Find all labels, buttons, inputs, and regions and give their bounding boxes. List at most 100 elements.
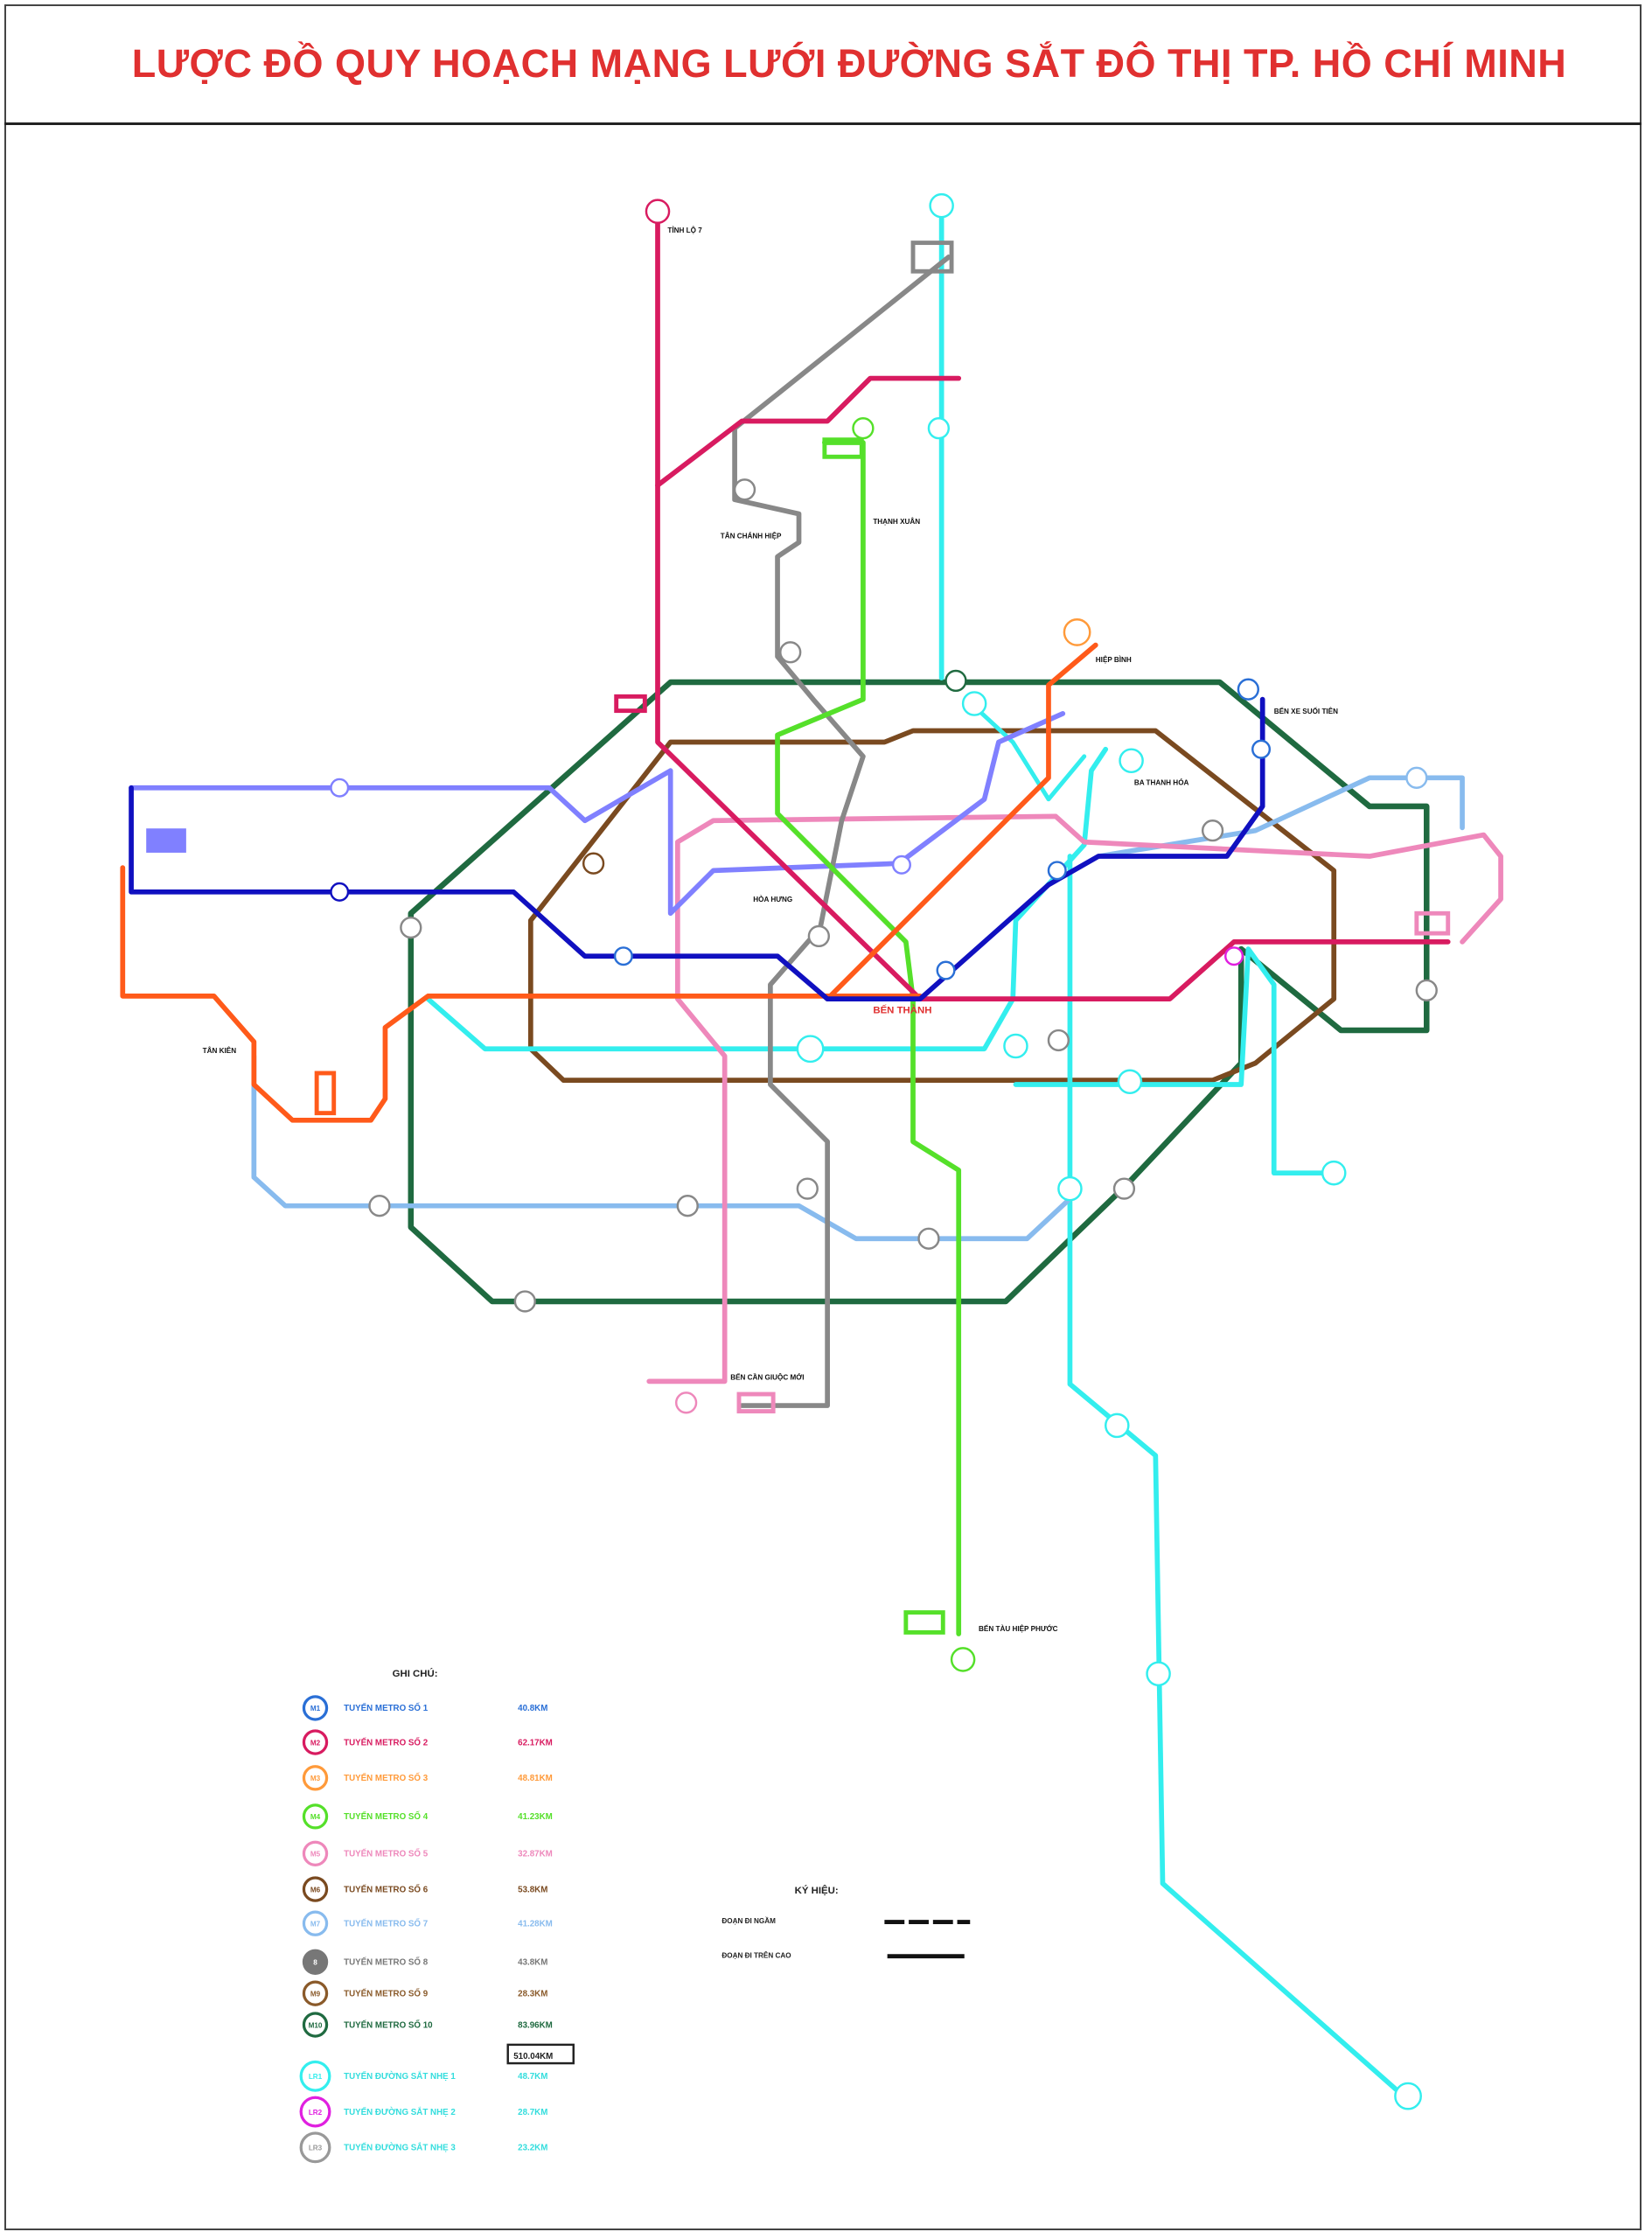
legend-label: TUYẾN METRO SỐ 8	[344, 1957, 429, 1968]
lrt-1-branch	[972, 704, 1087, 802]
line-3-north	[825, 642, 1098, 1002]
legend-length: 32.87KM	[518, 1850, 553, 1859]
line-periwinkle	[129, 711, 1066, 917]
badge-lr1-h	[1321, 1160, 1347, 1186]
legend-length: 43.8KM	[518, 1958, 547, 1968]
lrt-1-center	[425, 746, 1109, 1052]
badge-lr1-g	[1057, 1175, 1083, 1202]
map-frame	[4, 4, 1642, 2230]
badge-m10	[944, 669, 967, 693]
legend-badge-text: M2	[310, 1739, 321, 1747]
legend-badge-text: M6	[310, 1886, 321, 1894]
line-5	[646, 813, 1503, 1385]
station-ba-thanh-hoa: BA THANH HÓA	[1134, 777, 1189, 786]
lrt-1-east	[1013, 946, 1337, 1176]
legend-total: 510.04KM	[513, 2052, 553, 2061]
legend-badge-text: 8	[313, 1959, 317, 1967]
badge-lr1-e	[1003, 1033, 1028, 1059]
station-hiep-binh: HIỆP BÌNH	[1096, 654, 1132, 664]
legend-label: TUYẾN METRO SỐ 2	[344, 1737, 429, 1747]
legend-badge-text: M4	[310, 1813, 321, 1821]
badge-m1	[1251, 739, 1272, 759]
depot-line-1	[146, 828, 186, 853]
legend-badge-text: M10	[309, 2021, 323, 2029]
depot-line-7	[1414, 910, 1451, 936]
legend-length: 28.7KM	[518, 2108, 547, 2117]
legend-total-box	[506, 2043, 575, 2065]
badge-m1-west	[330, 882, 350, 902]
line-1	[129, 696, 1265, 1002]
station-tan-kien: TÂN KIÊN	[203, 1045, 237, 1055]
map-title: LƯỢC ĐỒ QUY HOẠCH MẠNG LƯỚI ĐƯỜNG SẮT ĐÔ…	[131, 40, 1567, 86]
legend-label: TUYẾN ĐƯỜNG SẮT NHẸ 2	[344, 2107, 456, 2117]
legend-length: 62.17KM	[518, 1738, 553, 1747]
legend-length: 48.7KM	[518, 2072, 547, 2082]
badge-lr1-end	[1394, 2082, 1422, 2110]
legend-badge-text: LR3	[309, 2145, 323, 2152]
symbol-underground-label: ĐOẠN ĐI NGẦM	[721, 1916, 776, 1925]
legend-length: 40.8KM	[518, 1704, 547, 1713]
legend-length: 23.2KM	[518, 2144, 547, 2153]
badge-m1-c	[613, 946, 633, 966]
legend-badge-icon	[302, 1840, 329, 1866]
badge-m2-east	[1224, 946, 1244, 966]
legend-badge-text: LR2	[309, 2109, 323, 2117]
legend-badge-icon	[299, 2096, 331, 2128]
legend-badge-text: M7	[310, 1920, 321, 1928]
badge-m5b	[891, 854, 911, 875]
legend-badge-icon	[302, 1803, 329, 1830]
badge-m7	[368, 1195, 391, 1217]
badge-m4-north	[852, 417, 875, 440]
legend-label: TUYẾN ĐƯỜNG SẮT NHẸ 1	[344, 2071, 456, 2082]
legend-heading: GHI CHÚ:	[393, 1668, 438, 1679]
badge-m5-s	[674, 1392, 698, 1414]
legend-badge-icon	[302, 2012, 329, 2038]
station-tinh-lo-7: TỈNH LỘ 7	[667, 225, 702, 234]
line-10	[408, 679, 1430, 1305]
badge-m1-d	[936, 960, 956, 980]
badge-lr1-f	[1117, 1069, 1143, 1095]
badge-lr1-north	[929, 192, 954, 219]
legend-label: TUYẾN METRO SỐ 4	[344, 1811, 429, 1822]
station-hoa-hung: HÒA HƯNG	[753, 894, 792, 903]
badge-lr1-c	[1119, 748, 1144, 774]
legend-badge-icon	[302, 1876, 329, 1902]
badge-m1-north	[1237, 678, 1259, 701]
line-4	[775, 440, 962, 1636]
badge-m8-d	[796, 1177, 819, 1200]
symbol-heading: KÝ HIỆU:	[795, 1885, 839, 1896]
station-ben-xe-suoi-tien: BẾN XE SUỐI TIÊN	[1274, 706, 1338, 715]
badge-lr1	[927, 417, 951, 440]
legend-label: TUYẾN METRO SỐ 3	[344, 1773, 429, 1783]
station-ben-can-giuoc-moi: BẾN CẦN GIUỘC MỚI	[730, 1372, 804, 1382]
legend-badge-icon	[302, 1729, 329, 1755]
depot-line-4	[822, 437, 864, 459]
badge-m5	[330, 778, 350, 798]
station-tan-chanh-hiep: TÂN CHÁNH HIỆP	[721, 530, 782, 540]
badge-m8b	[779, 641, 802, 664]
badge-m3	[1063, 618, 1091, 646]
badge-m7b	[676, 1195, 699, 1217]
badge-m10-s	[513, 1290, 536, 1313]
symbol-elevated-label: ĐOẠN ĐI TRÊN CAO	[721, 1950, 791, 1959]
legend-badge-icon	[302, 1765, 329, 1791]
badge-m7-east	[1405, 766, 1428, 789]
depot-line-4-south	[903, 1610, 945, 1635]
legend-length: 41.28KM	[518, 1919, 553, 1929]
legend-badge-text: M3	[310, 1775, 321, 1782]
line-3	[120, 865, 924, 1123]
badge-m6	[582, 852, 605, 875]
station-thanh-xuan: THẠNH XUÂN	[873, 516, 920, 526]
legend-label: TUYẾN METRO SỐ 7	[344, 1918, 428, 1929]
badge-m10-west	[400, 916, 422, 939]
legend-badge-icon	[302, 1980, 329, 2006]
line-2-branch	[655, 375, 962, 488]
station-ben-thanh: BẾN THÀNH	[873, 1004, 931, 1015]
station-ben-tau-hiep-phuoc: BẾN TÀU HIỆP PHƯỚC	[979, 1623, 1058, 1633]
legend-label: TUYẾN METRO SỐ 9	[344, 1988, 429, 1998]
legend-label: TUYẾN ĐƯỜNG SẮT NHẸ 3	[344, 2143, 456, 2153]
legend-badge-text: LR1	[309, 2073, 323, 2081]
depot-line-8	[910, 241, 954, 274]
title-band: LƯỢC ĐỒ QUY HOẠCH MẠNG LƯỚI ĐƯỜNG SẮT ĐÔ…	[4, 4, 1642, 125]
